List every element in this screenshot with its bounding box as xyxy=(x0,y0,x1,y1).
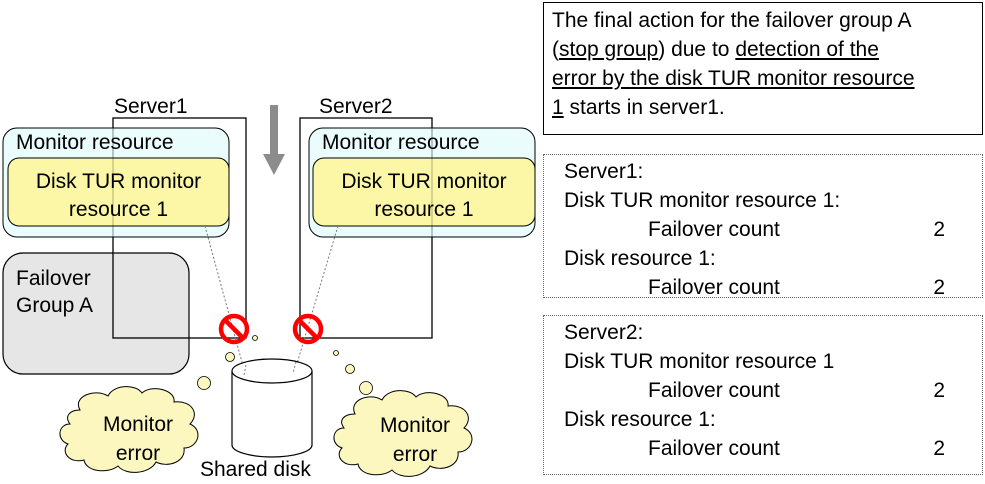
server2-label: Server2 xyxy=(319,95,393,118)
server1-status-title: Server1: xyxy=(564,160,644,183)
server2-monitor-line2: resource 1 xyxy=(374,198,474,221)
server2-monitor-failover-row: Failover count 2 xyxy=(564,376,982,405)
thought-bubbles-left xyxy=(197,335,258,390)
server1-status-box: Server1: Disk TUR monitor resource 1: Fa… xyxy=(543,154,983,299)
server1-monitor-resource-name: Disk TUR monitor resource 1: xyxy=(564,189,841,212)
server1-monitor-group-label: Monitor resource xyxy=(16,131,174,154)
server1-monitor-failover-count: 2 xyxy=(933,218,945,241)
server2-monitor-group-label: Monitor resource xyxy=(322,131,480,154)
error-cloud-left xyxy=(59,386,199,473)
server1-monitor-line1: Disk TUR monitor xyxy=(35,170,202,193)
error-cloud-right xyxy=(333,390,473,477)
server2-disk-resource-name: Disk resource 1: xyxy=(564,408,716,431)
server2-monitor-line1: Disk TUR monitor xyxy=(341,170,507,193)
server2-monitor-failover-count: 2 xyxy=(933,379,945,402)
server1-monitor-link xyxy=(204,225,247,378)
shared-disk-label: Shared disk xyxy=(200,458,311,481)
error-cloud-right-text: Monitor error xyxy=(365,411,465,469)
server2-status-title: Server2: xyxy=(564,321,644,344)
prohibit-icon-server2 xyxy=(292,313,324,345)
error-left-line1: Monitor xyxy=(102,413,174,436)
server1-disk-resource-name: Disk resource 1: xyxy=(564,247,716,270)
server1-disk-failover-row: Failover count 2 xyxy=(564,273,982,302)
error-right-line1: Monitor xyxy=(379,414,451,437)
description-line2: (stop group) due to detection of the xyxy=(552,38,879,61)
server2-disk-failover-count: 2 xyxy=(933,437,945,460)
server1-monitor-resource: Disk TUR monitor resource 1 xyxy=(8,168,229,224)
failover-group-line2: Group A xyxy=(16,294,94,317)
failover-group-box xyxy=(2,252,190,375)
server1-disk-failover-count: 2 xyxy=(933,276,945,299)
failover-group-line1: Failover xyxy=(16,267,91,290)
description-line1: The final action for the failover group … xyxy=(552,9,912,32)
server2-disk-failover-row: Failover count 2 xyxy=(564,434,982,463)
description-line4: 1 starts in server1. xyxy=(552,96,725,119)
error-cloud-left-text: Monitor error xyxy=(88,410,188,468)
server1-monitor-failover-row: Failover count 2 xyxy=(564,215,982,244)
shared-disk-icon xyxy=(231,358,313,458)
server1-label: Server1 xyxy=(114,95,188,118)
server2-monitor-box xyxy=(312,157,536,227)
server2-monitor-resource: Disk TUR monitor resource 1 xyxy=(313,168,535,224)
description-line3: error by the disk TUR monitor resource xyxy=(552,67,915,90)
server1-monitor-line2: resource 1 xyxy=(68,198,169,221)
failover-group-label: Failover Group A xyxy=(16,265,93,319)
prohibit-icon-server1 xyxy=(218,313,250,345)
server2-monitor-resource-name: Disk TUR monitor resource 1 xyxy=(564,350,835,373)
description-box: The final action for the failover group … xyxy=(543,2,983,135)
server1-monitor-box xyxy=(7,157,230,227)
error-left-line2: error xyxy=(115,442,161,465)
server2-status-box: Server2: Disk TUR monitor resource 1 Fai… xyxy=(543,315,983,475)
down-arrow-icon xyxy=(263,105,285,175)
error-right-line2: error xyxy=(392,443,438,466)
thought-bubbles-right xyxy=(333,350,373,395)
